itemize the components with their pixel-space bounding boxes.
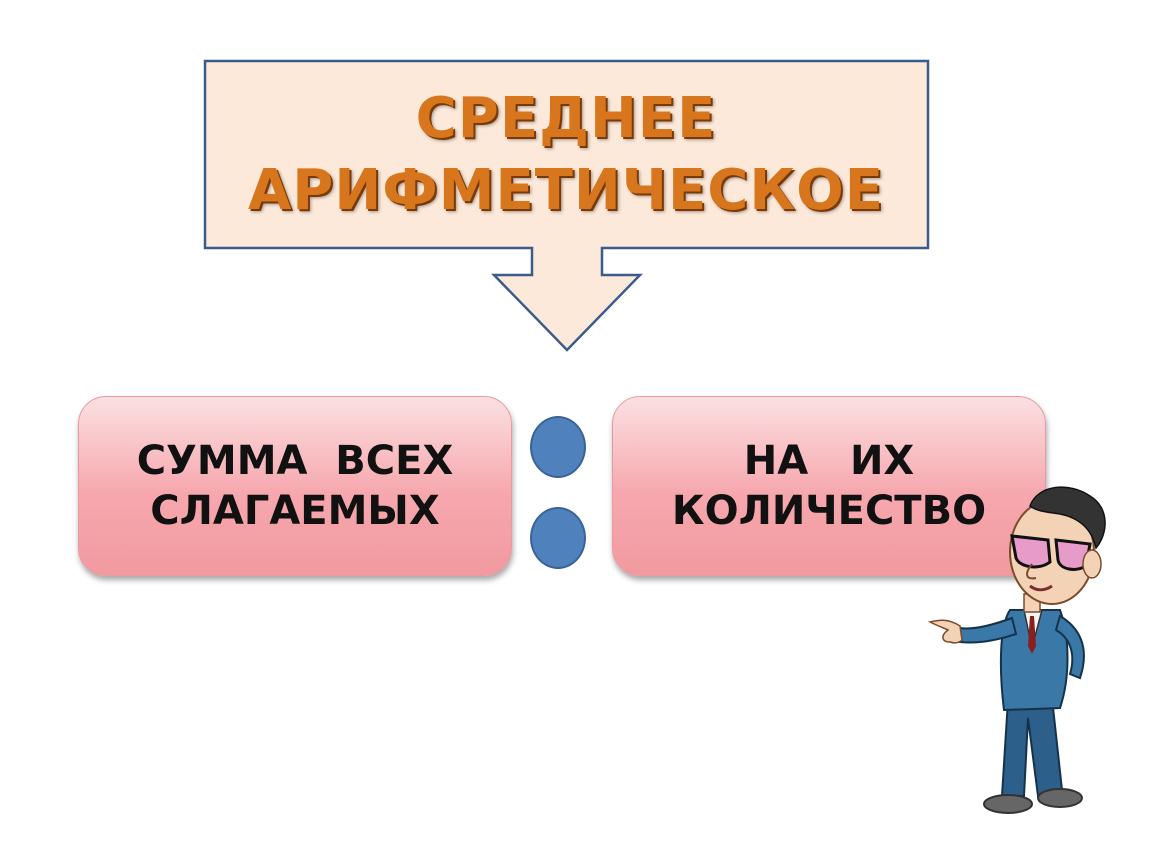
sum-box-line-2: СЛАГАЕМЫХ (150, 488, 440, 534)
main-title: СРЕДНЕЕ АРИФМЕТИЧЕСКОЕ (205, 62, 927, 248)
division-dot-top (530, 416, 586, 478)
sum-box-line-1: СУММА ВСЕХ (136, 438, 454, 484)
title-line-2: АРИФМЕТИЧЕСКОЕ (247, 158, 885, 223)
count-box-line-1: НА ИХ (743, 438, 915, 484)
title-line-1: СРЕДНЕЕ (415, 86, 717, 151)
count-box: НА ИХ КОЛИЧЕСТВО (612, 396, 1046, 576)
division-dot-bottom (530, 507, 586, 569)
teacher-cartoon-illustration (927, 486, 1106, 814)
sum-of-terms-box: СУММА ВСЕХ СЛАГАЕМЫХ (78, 396, 512, 576)
count-box-line-2: КОЛИЧЕСТВО (671, 488, 987, 534)
